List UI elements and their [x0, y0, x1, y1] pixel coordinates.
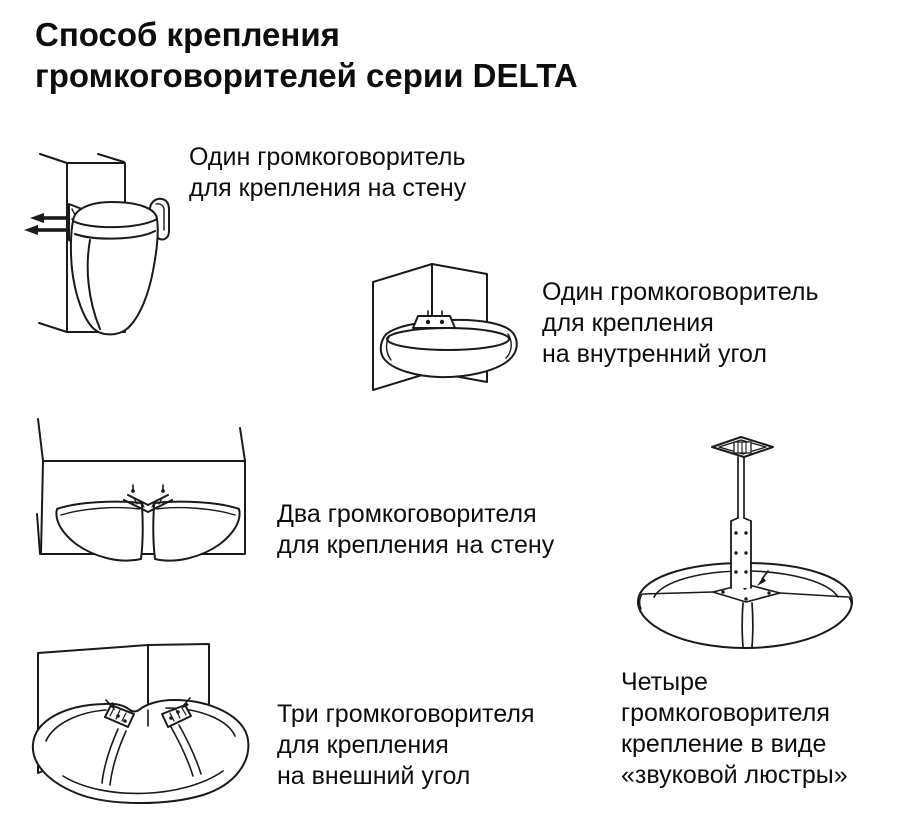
mount-direction-arrows — [24, 213, 68, 235]
two-speaker-wall-drawing — [36, 418, 246, 562]
caption-line: Два громкоговорителя — [277, 500, 537, 528]
figure-three-outer-corner — [8, 643, 268, 833]
figure-single-inner-corner — [360, 250, 540, 405]
page-title-line-1: Способ крепления — [35, 16, 340, 53]
figure-four-chandelier — [615, 420, 890, 665]
caption-line: Один громкоговоритель — [189, 143, 466, 171]
caption-line: Три громкоговорителя — [277, 700, 535, 728]
outer-corner-mount-drawing — [31, 643, 250, 804]
caption-line: крепление в виде — [621, 730, 827, 758]
caption-line: для крепления — [542, 309, 714, 337]
caption-line: на внешний угол — [277, 762, 471, 790]
inner-corner-mount-drawing — [372, 263, 518, 391]
page-title: Способ крепления громкоговорителей серии… — [35, 14, 578, 96]
caption-line: «звуковой люстры» — [621, 761, 848, 789]
caption-single-inner-corner: Один громкоговоритель для крепления на в… — [542, 277, 819, 370]
caption-three-outer-corner: Три громкоговорителя для крепления на вн… — [277, 699, 535, 792]
caption-line: для крепления на стену — [189, 174, 467, 202]
caption-line: для крепления — [277, 731, 449, 759]
caption-line: для крепления на стену — [277, 531, 555, 559]
caption-line: громкоговорителя — [621, 699, 830, 727]
caption-two-wall: Два громкоговорителя для крепления на ст… — [277, 499, 554, 561]
figure-single-wall — [10, 128, 195, 353]
page-title-line-2: громкоговорителей серии DELTA — [35, 57, 578, 94]
caption-single-wall: Один громкоговоритель для крепления на с… — [189, 142, 466, 204]
figure-two-wall — [8, 416, 253, 596]
single-wall-mount-drawing — [24, 153, 170, 336]
caption-line: Один громкоговоритель — [542, 278, 819, 306]
caption-four-chandelier: Четыре громкоговорителя крепление в виде… — [621, 667, 848, 791]
sound-chandelier-drawing — [636, 436, 854, 649]
caption-line: на внутренний угол — [542, 340, 767, 368]
caption-line: Четыре — [621, 668, 708, 696]
